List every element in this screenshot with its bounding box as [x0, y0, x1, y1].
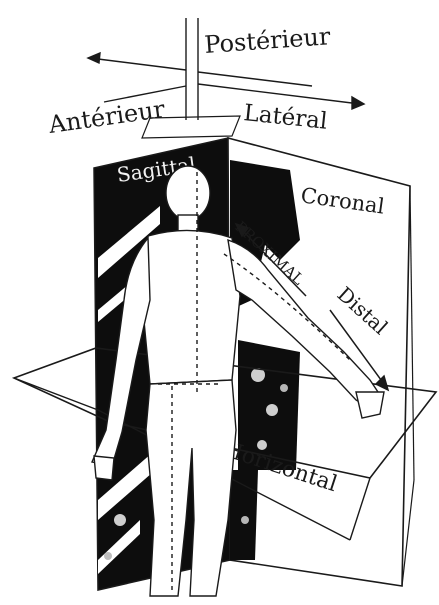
- figure-torso: [142, 230, 240, 384]
- anterieur-arrow: [90, 58, 186, 70]
- posterieur-arrow: [198, 72, 312, 86]
- label-posterieur: Postérieur: [203, 22, 331, 59]
- label-lateral: Latéral: [242, 100, 328, 135]
- lateral-arrow: [198, 84, 360, 104]
- figure-head: [166, 166, 210, 220]
